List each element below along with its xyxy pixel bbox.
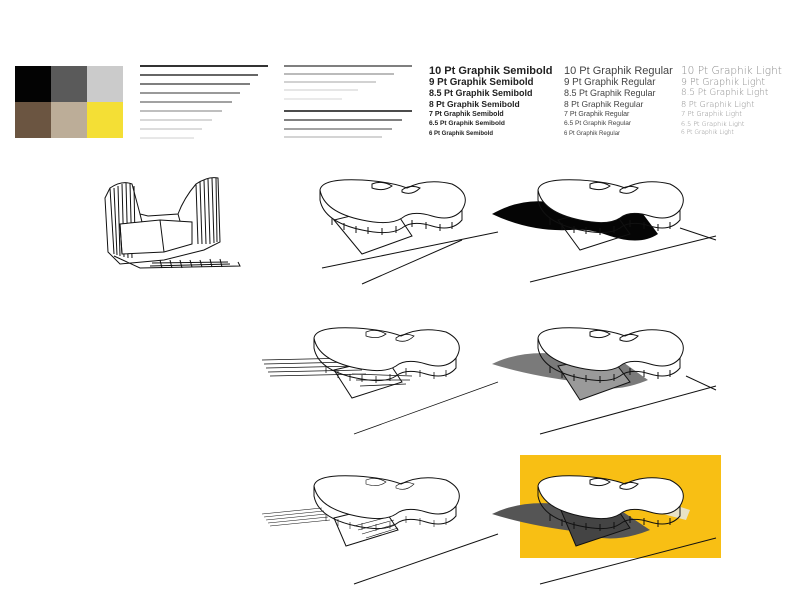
semibold-6pt: 6 Pt Graphik Semibold bbox=[429, 130, 494, 137]
swatch-brown bbox=[15, 102, 51, 138]
semibold-9pt: 9 Pt Graphik Semibold bbox=[429, 77, 534, 88]
dark-shadow bbox=[492, 201, 658, 241]
semibold-7pt: 7 Pt Graphik Semibold bbox=[429, 110, 504, 118]
swatch-black bbox=[15, 66, 51, 102]
regular-8-5pt: 8.5 Pt Graphik Regular bbox=[564, 88, 656, 98]
regular-6pt: 6 Pt Graphik Regular bbox=[564, 130, 621, 137]
building-dark-shadow bbox=[492, 179, 717, 283]
line-weight-samples-left bbox=[140, 65, 268, 139]
regular-8pt: 8 Pt Graphik Regular bbox=[564, 98, 644, 109]
building-plain bbox=[319, 179, 499, 285]
swatch-yellow bbox=[87, 102, 123, 138]
building-highlighted bbox=[492, 475, 717, 585]
light-7pt: 7 Pt Graphik Light bbox=[681, 109, 742, 118]
armchair-sketch bbox=[104, 177, 241, 269]
light-9pt: 9 Pt Graphik Light bbox=[681, 77, 766, 88]
light-6pt: 6 Pt Graphik Light bbox=[681, 129, 734, 136]
semibold-8pt: 8 Pt Graphik Semibold bbox=[429, 98, 520, 109]
swatch-light-gray bbox=[87, 66, 123, 102]
light-8pt: 8 Pt Graphik Light bbox=[681, 98, 755, 109]
regular-9pt: 9 Pt Graphik Regular bbox=[564, 77, 656, 88]
line-weight-samples-right bbox=[284, 65, 412, 138]
swatch-tan bbox=[51, 102, 87, 138]
light-6-5pt: 6.5 Pt Graphik Light bbox=[681, 119, 745, 128]
building-gray-shadow bbox=[492, 327, 717, 435]
regular-7pt: 7 Pt Graphik Regular bbox=[564, 110, 630, 118]
regular-6-5pt: 6.5 Pt Graphik Regular bbox=[564, 119, 632, 127]
light-8-5pt: 8.5 Pt Graphik Light bbox=[681, 88, 769, 98]
type-specimen-semibold: 10 Pt Graphik Semibold 9 Pt Graphik Semi… bbox=[429, 66, 552, 140]
semibold-8-5pt: 8.5 Pt Graphik Semibold bbox=[429, 88, 533, 98]
light-10pt: 10 Pt Graphik Light bbox=[681, 65, 782, 77]
building-hatched bbox=[261, 327, 499, 435]
type-specimen-light: 10 Pt Graphik Light 9 Pt Graphik Light 8… bbox=[681, 66, 782, 140]
regular-10pt: 10 Pt Graphik Regular bbox=[564, 65, 673, 77]
type-specimen-regular: 10 Pt Graphik Regular 9 Pt Graphik Regul… bbox=[564, 66, 673, 140]
swatch-dark-gray bbox=[51, 66, 87, 102]
semibold-10pt: 10 Pt Graphik Semibold bbox=[429, 65, 553, 77]
semibold-6-5pt: 6.5 Pt Graphik Semibold bbox=[429, 119, 505, 127]
building-fine-hatched bbox=[261, 475, 499, 585]
